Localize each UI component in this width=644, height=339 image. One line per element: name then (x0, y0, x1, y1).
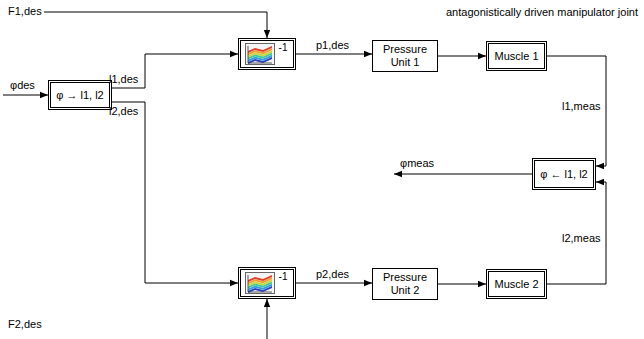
signal-connector (296, 283, 372, 284)
block-label: Muscle 2 (492, 278, 540, 291)
surface-plot-icon (245, 272, 275, 294)
signal-name: l1,des (109, 73, 138, 86)
muscle-block: Muscle 1 (486, 41, 547, 71)
joint-region: antagonistically driven manipulator join… (355, 28, 640, 335)
signal-name: l1,meas (562, 100, 601, 113)
signal-connector (296, 54, 372, 55)
force-line (267, 299, 268, 339)
angle-signal: φmeas (400, 157, 434, 170)
inverse-exponent: -1 (277, 270, 290, 283)
signal-connector (547, 56, 606, 166)
surface-plot-icon (245, 43, 275, 65)
pressure-unit: Pressure Unit 1 (372, 40, 438, 72)
signal-connector (438, 284, 486, 285)
block-label: φ ← l1, l2 (538, 168, 589, 181)
block-label: Pressure Unit 2 (373, 271, 437, 297)
inverse-exponent: -1 (277, 41, 290, 54)
block-label: Muscle 1 (492, 50, 540, 63)
block-label: φ → l1, l2 (54, 89, 105, 102)
signal-connector (438, 56, 486, 57)
angle-input-line (3, 95, 48, 96)
force-signal: F2,des (8, 318, 42, 331)
angle-output-line (394, 174, 532, 175)
force-line (44, 12, 267, 38)
inverse-lookup-table: -1 (238, 267, 296, 299)
signal-name: p2,des (316, 268, 349, 281)
inverse-lookup-table: -1 (238, 38, 296, 70)
pressure-unit: Pressure Unit 2 (372, 268, 438, 300)
signal-connector (547, 182, 606, 284)
block-label: Pressure Unit 1 (373, 43, 437, 69)
angle-signal: φdes (10, 79, 35, 92)
muscle-block: Muscle 2 (486, 269, 547, 299)
signal-connector (112, 102, 238, 283)
signal-name: p1,des (316, 39, 349, 52)
force-signal: F1,des (8, 5, 42, 18)
mapping-block: φ → l1, l2 (48, 80, 112, 110)
signal-name: l2,meas (562, 232, 601, 245)
region-title: antagonistically driven manipulator join… (446, 6, 638, 19)
mapping-block: φ ← l1, l2 (532, 158, 596, 190)
signal-name: l2,des (109, 105, 138, 118)
